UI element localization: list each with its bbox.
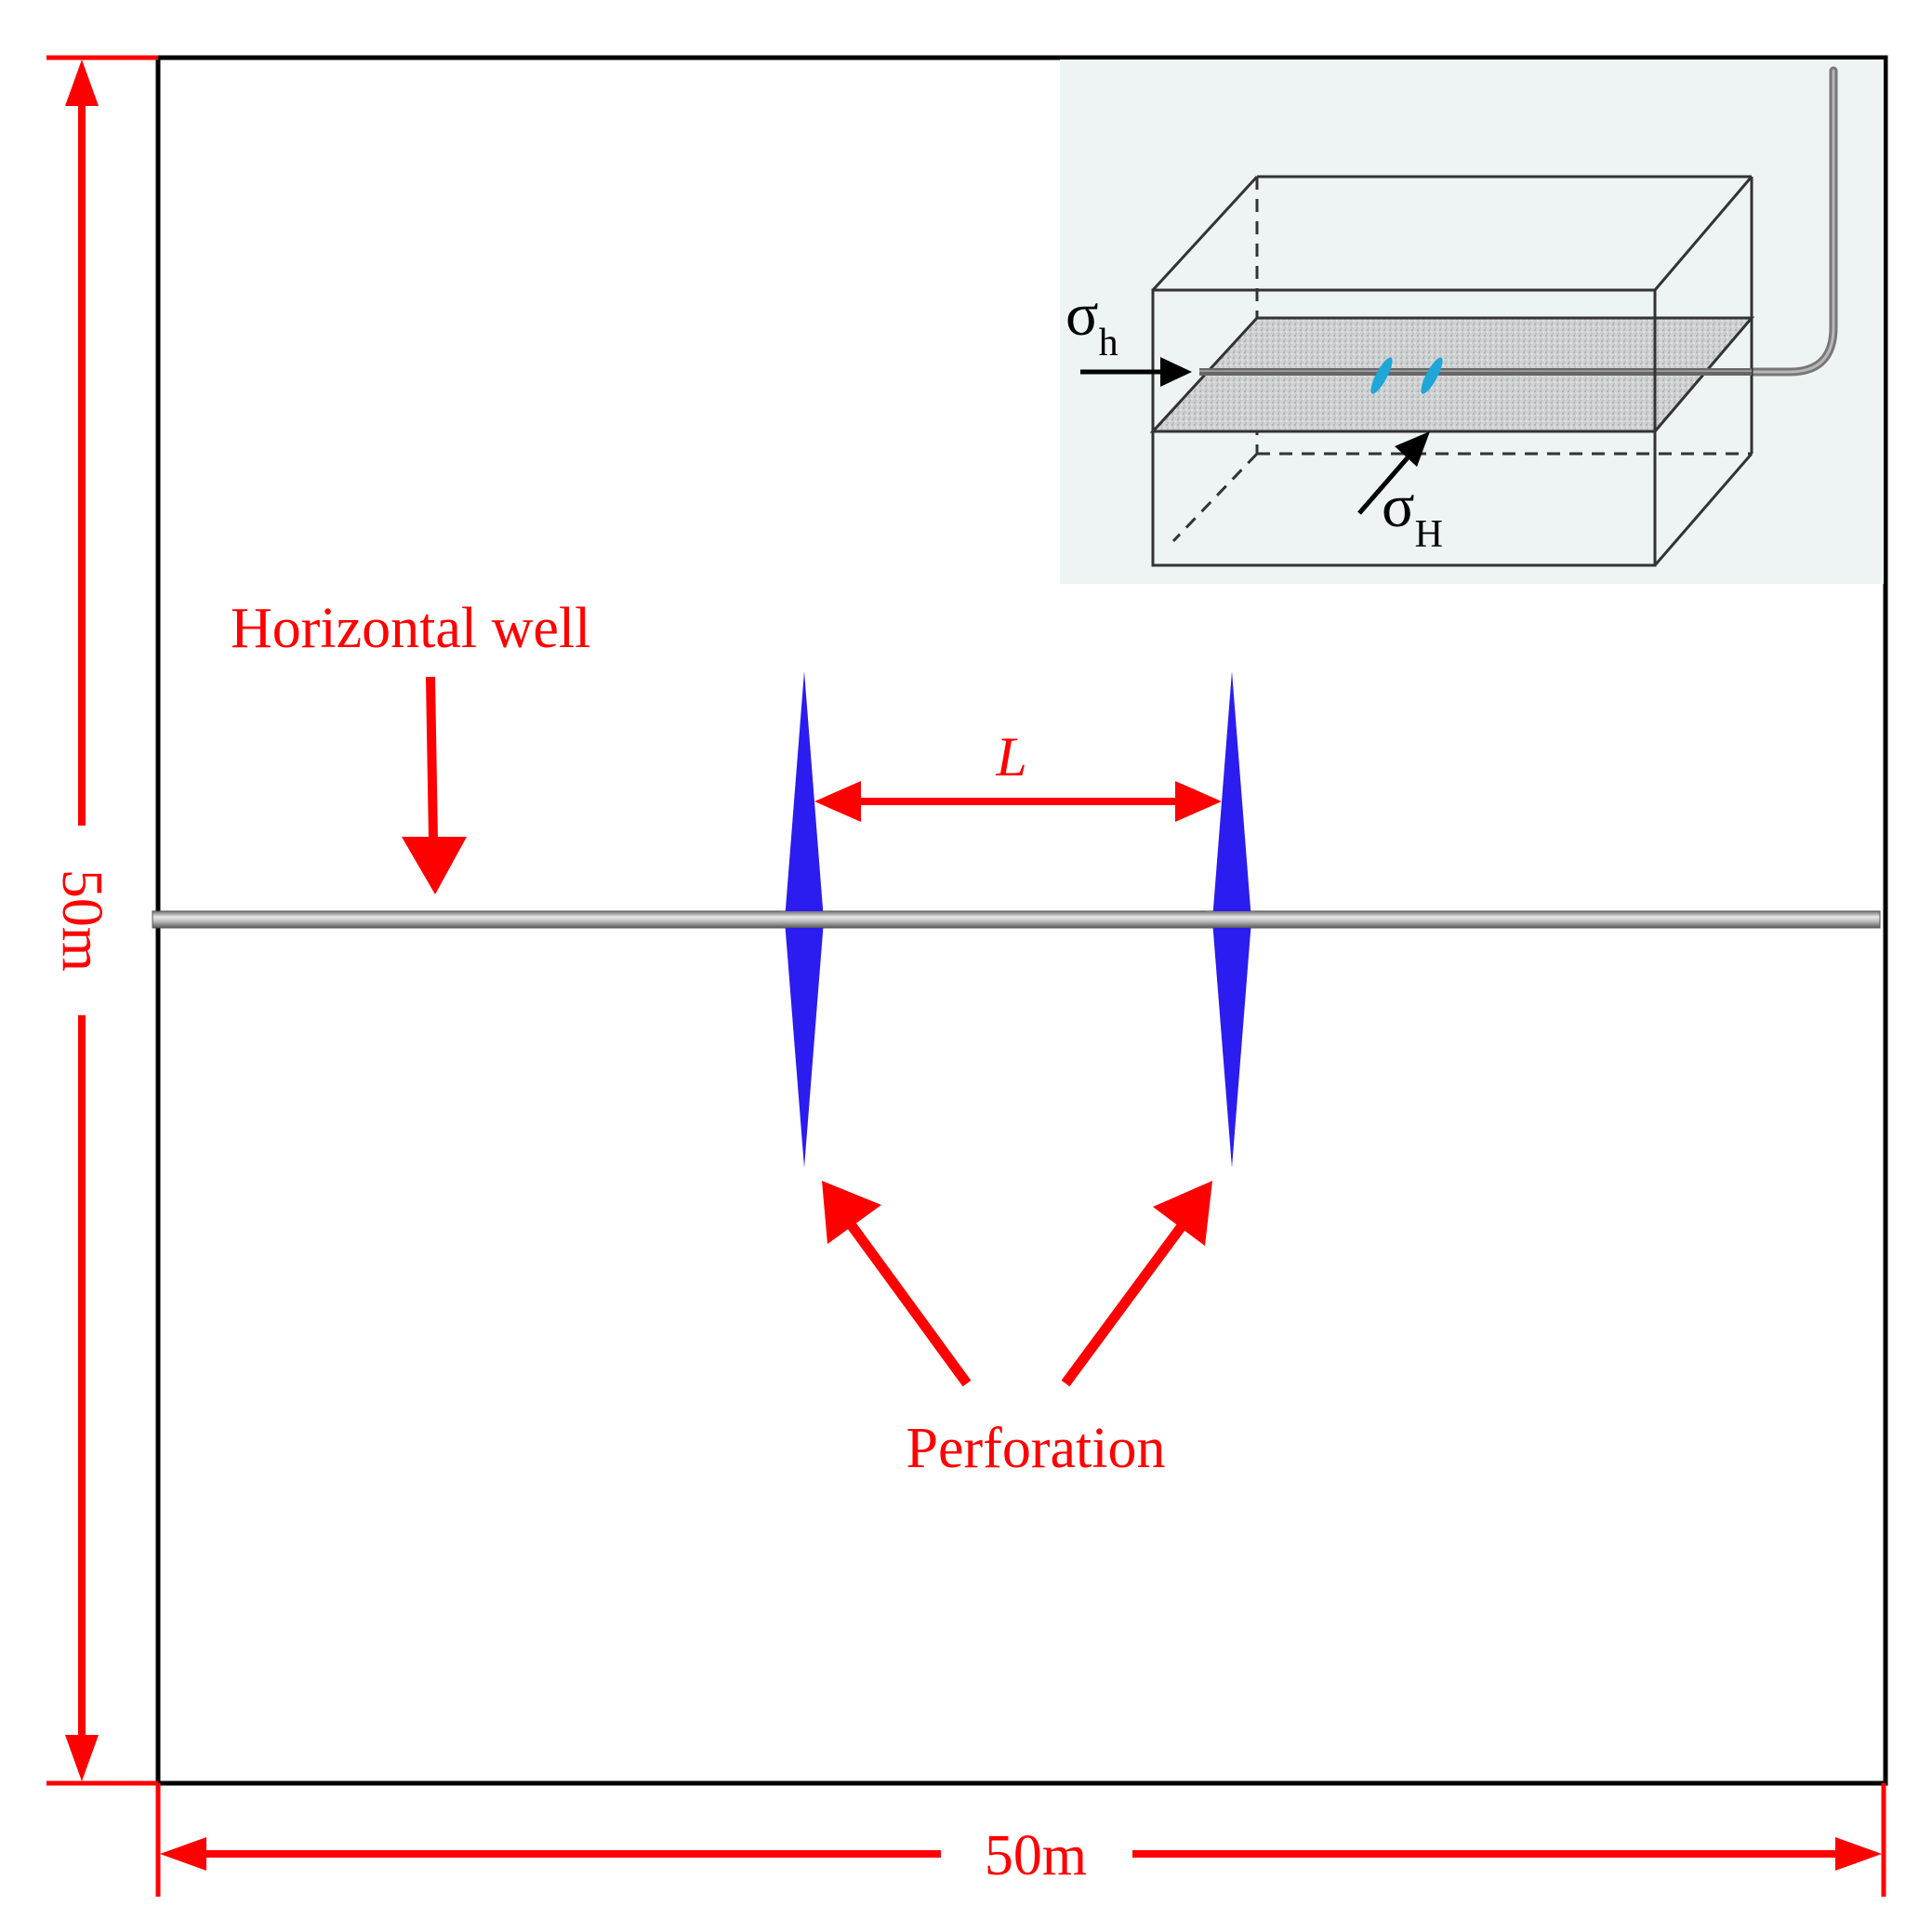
horizontal-well-arrow [426,676,438,841]
height-dimension: 50m [46,55,158,1786]
perforation-arrow-left [841,1214,972,1387]
horizontal-well-label: Horizontal well [231,597,590,660]
width-dimension-label: 50m [985,1824,1087,1887]
sigma-H-label: σH [1382,472,1443,556]
perforation-label: Perforation [906,1417,1166,1480]
sigma-h-label: σh [1065,281,1118,364]
inset-fracture-1 [1370,357,1393,394]
perforation-arrow-right [1061,1216,1191,1387]
horizontal-well [152,910,1881,929]
height-dimension-label: 50m [50,869,113,972]
inset-fracture-2 [1421,357,1443,394]
sigma-H-arrow [1357,454,1411,515]
inset-3d-schematic: σh σH [1060,60,1884,584]
width-dimension: 50m [155,1783,1886,1897]
inset-box-front [1151,288,1657,567]
spacing-label: L [995,726,1026,787]
